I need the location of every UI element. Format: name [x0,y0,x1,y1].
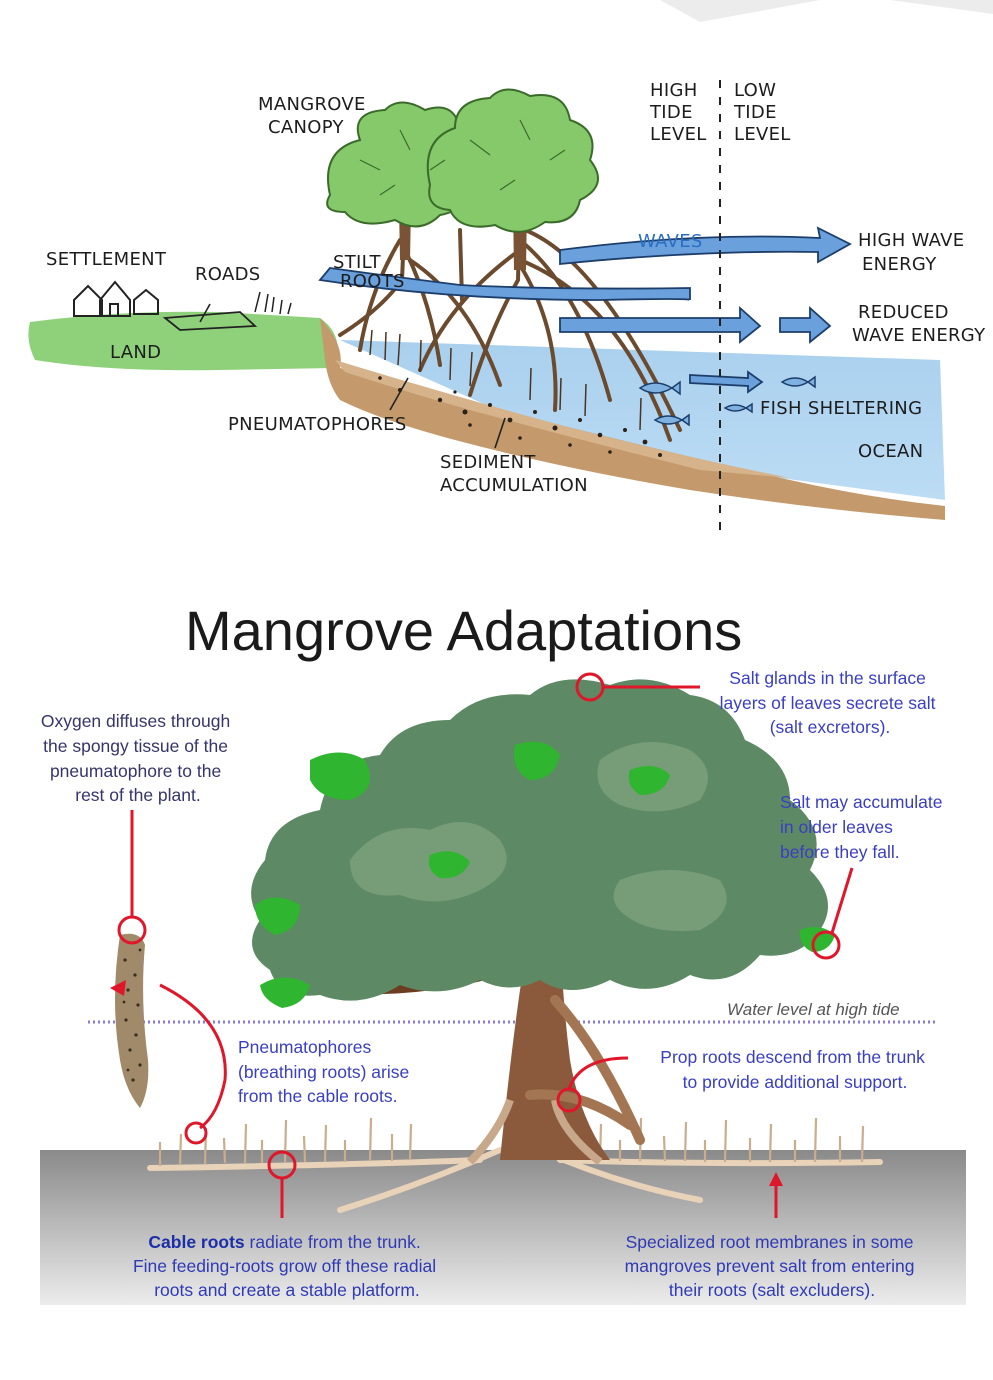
label-land: LAND [110,342,161,363]
grass-tufts [254,291,292,315]
corner-shade [890,0,993,14]
cable-roots-bold: Cable roots [148,1232,245,1252]
canopy-leaf-detail [359,119,566,196]
label-settlement: SETTLEMENT [46,249,167,270]
sediment-bed [320,318,945,520]
label-high-wave-energy: HIGH WAVE ENERGY [858,230,970,275]
wave-arrows [318,226,852,394]
label-ocean: OCEAN [858,441,923,462]
ground-soil [40,1150,966,1305]
label-reduced-wave-energy: REDUCED WAVE ENERGY [852,302,986,346]
callout-arrowheads [110,980,783,1186]
label-roads: ROADS [195,264,260,285]
annotation-water-level: Water level at high tide [727,1000,900,1019]
label-sediment-accumulation: SEDIMENT ACCUMULATION [440,452,588,496]
tree-foliage-light [350,742,727,931]
label-stilt-roots: STILT ROOTS [333,252,405,292]
trunk-base-roots [467,1098,603,1166]
annotation-root-membranes: Specialized root membranes in some mangr… [625,1232,920,1300]
pneumatophore-closeup [115,933,149,1108]
label-waves: WAVES [638,231,703,252]
annotation-cable-roots: Cable roots radiate from the trunk. Fine… [133,1232,441,1300]
annotation-salt-glands: Salt glands in the surface layers of lea… [720,668,941,737]
label-pneumatophores: PNEUMATOPHORES [228,414,407,435]
label-mangrove-canopy: MANGROVE CANOPY [258,94,372,138]
pneumatophore-texture [122,948,142,1082]
annotation-oxygen: Oxygen diffuses through the spongy tissu… [41,711,235,805]
pneumatophore-spikes [369,329,642,431]
land-area [28,311,338,371]
settlement-houses [73,280,159,317]
road [162,311,258,331]
label-pointers [199,303,506,449]
annotation-prop-roots: Prop roots descend from the trunk to pro… [660,1047,929,1092]
coastal-cross-section: MANGROVE CANOPY HIGH TIDE LEVEL LOW TIDE… [28,80,986,530]
label-fish-sheltering: FISH SHELTERING [760,398,922,419]
annotation-salt-accumulate: Salt may accumulate in older leaves befo… [780,792,947,862]
fish-icons [638,375,816,427]
label-low-tide: LOW TIDE LEVEL [733,80,791,145]
adaptations-title: Mangrove Adaptations [185,599,742,662]
label-high-tide: HIGH TIDE LEVEL [649,80,707,145]
mangrove-adaptations-diagram: Mangrove Adaptations [40,599,966,1305]
mangrove-canopy [326,88,599,233]
tree-foliage [251,679,829,1001]
bright-leaf-clusters [255,741,835,1008]
corner-shade [660,0,820,22]
annotation-pneumatophores: Pneumatophores (breathing roots) arise f… [238,1037,414,1106]
callout-markers [117,672,854,1218]
